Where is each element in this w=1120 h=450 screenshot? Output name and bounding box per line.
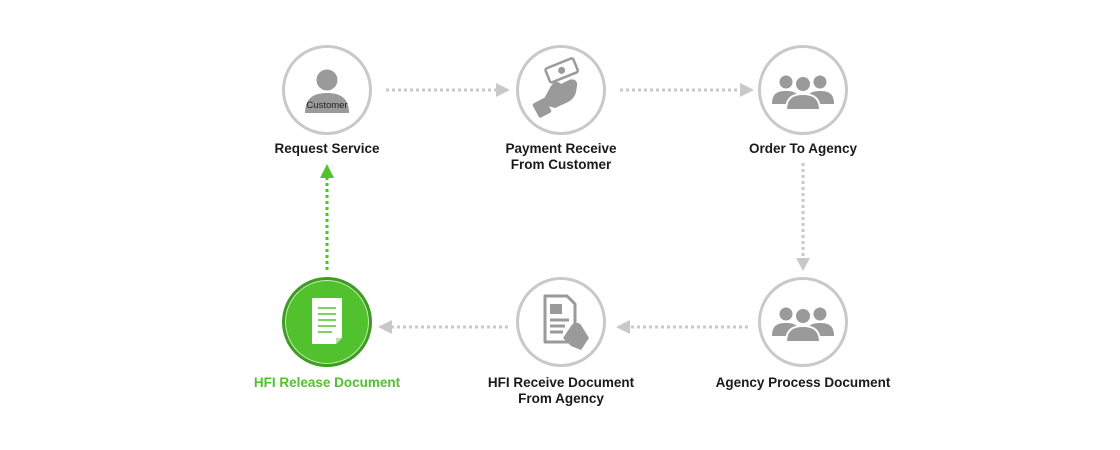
- node-label-payment-receive: Payment Receive From Customer: [505, 141, 617, 172]
- customer-caption: Customer: [306, 100, 348, 111]
- node-label-order-to-agency: Order To Agency: [748, 141, 858, 156]
- arrowhead-down-icon: [796, 258, 810, 271]
- document-hand-icon: [543, 294, 589, 350]
- arrowhead-right-icon: [740, 83, 754, 97]
- payment-hand-icon: [532, 57, 580, 118]
- node-order-to-agency[interactable]: [758, 45, 848, 135]
- arrowhead-left-icon: [378, 320, 392, 334]
- node-label-hfi-release: HFI Release Document: [253, 375, 401, 390]
- node-request-service[interactable]: Customer: [282, 45, 372, 135]
- node-agency-process[interactable]: [758, 277, 848, 367]
- node-label-agency-process: Agency Process Document: [715, 375, 891, 390]
- node-payment-receive[interactable]: [516, 45, 606, 135]
- group-icon: [772, 307, 834, 343]
- node-label-hfi-receive: HFI Receive Document From Agency: [487, 375, 635, 406]
- group-icon: [772, 75, 834, 111]
- node-hfi-receive[interactable]: [516, 277, 606, 367]
- arrowhead-left-icon: [616, 320, 630, 334]
- arrowhead-up-icon: [320, 164, 334, 178]
- node-label-request-service: Request Service: [274, 141, 380, 156]
- document-icon: [312, 298, 342, 344]
- node-hfi-release[interactable]: [282, 277, 372, 367]
- arrowhead-right-icon: [496, 83, 510, 97]
- customer-icon: [305, 69, 349, 113]
